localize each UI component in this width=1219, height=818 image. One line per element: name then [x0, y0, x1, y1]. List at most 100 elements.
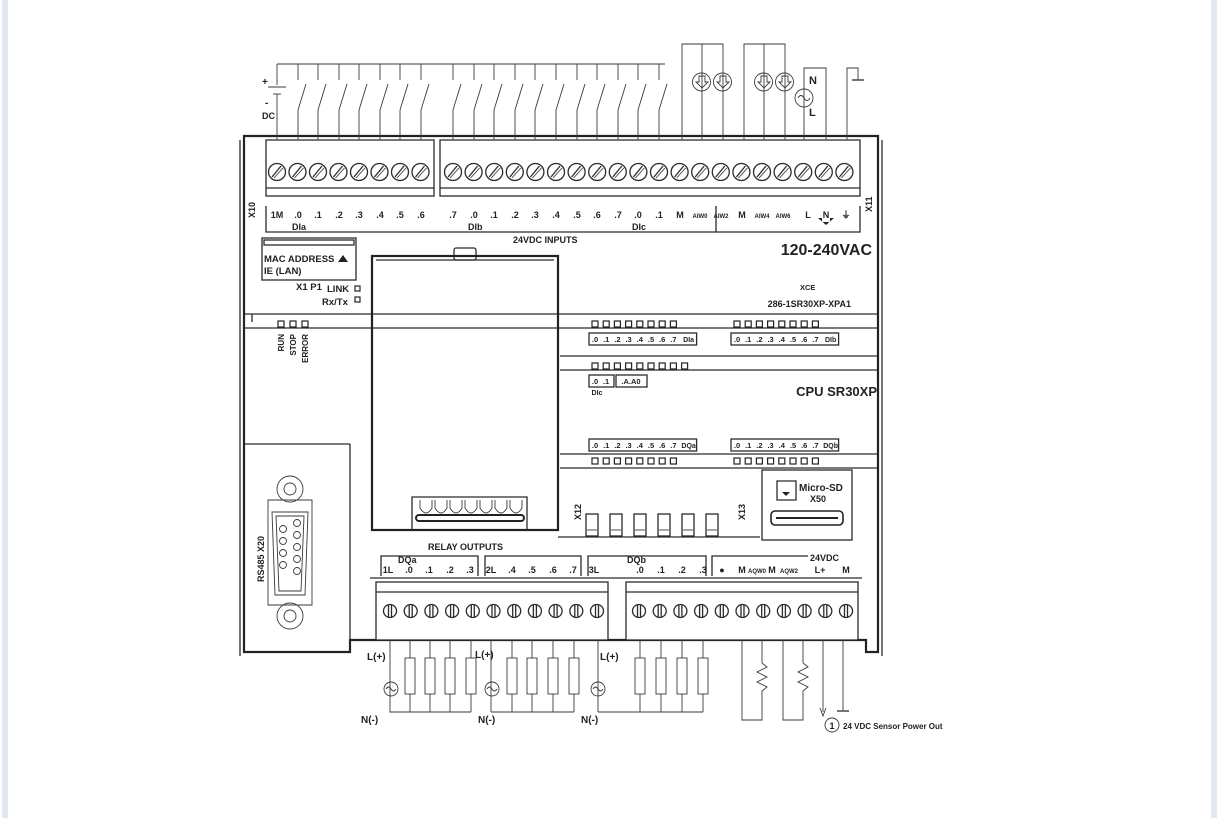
screw-slot: [394, 165, 405, 178]
output-terminal-label: M: [842, 565, 850, 575]
l-plus-label-2: L(+): [475, 650, 494, 661]
expansion-clip: [585, 513, 599, 537]
screw-slot: [417, 167, 427, 179]
screw-slot: [674, 165, 685, 178]
input-terminal-label: .1: [655, 210, 663, 220]
screw-slot: [353, 165, 364, 178]
input-terminal-label: AIW6: [776, 214, 792, 220]
terminal-screw: [349, 162, 369, 182]
input-terminal-label: .4: [376, 210, 384, 220]
n-minus-label-1: N(-): [361, 715, 378, 726]
screw-slot: [509, 165, 520, 178]
input-terminal-label: .0: [634, 210, 642, 220]
screw-slot: [777, 165, 788, 178]
group-label-dib: DIb: [468, 222, 483, 232]
screw-slot: [696, 167, 707, 179]
resistor-icon: [796, 662, 810, 694]
screw-slot: [694, 165, 705, 178]
l-plus-label-1: L(+): [367, 652, 386, 663]
vent-fin: [479, 500, 493, 514]
dqa-led: [658, 457, 666, 465]
terminal-screw: [505, 162, 524, 182]
screw-slot: [614, 167, 625, 179]
top-terminal-block-left: [265, 139, 435, 197]
expansion-clip: [633, 513, 647, 537]
dqb-led: [755, 457, 764, 465]
dqb-led: [789, 457, 797, 465]
ac-n-label: N: [809, 75, 817, 87]
dib-led-label: .0: [734, 335, 740, 344]
dic-led: [658, 362, 666, 370]
input-terminal-label: AIW4: [755, 214, 771, 220]
x13-port-label: X13: [737, 504, 747, 520]
input-terminal-label: .1: [314, 210, 322, 220]
dqa-led: [669, 457, 678, 465]
analog-led-label: .A.A0: [621, 377, 640, 386]
dqa-led: [591, 457, 599, 465]
output-wiring: [383, 640, 849, 721]
screw-slot: [335, 167, 345, 179]
dia-led: [669, 320, 678, 328]
load-icon: [547, 657, 559, 695]
dqa-led-label: .7: [670, 441, 676, 450]
input-terminal-label: .5: [396, 210, 404, 220]
dic-led: [669, 362, 678, 370]
input-terminal-label: M: [738, 210, 746, 220]
screw-slot: [550, 165, 561, 178]
output-terminal-label: 1L: [383, 565, 394, 575]
screw-slot: [632, 165, 643, 178]
load-icon: [655, 657, 667, 695]
dib-led-label: .1: [745, 335, 751, 344]
switch-contact: [399, 83, 409, 111]
dqb-label-box: [730, 438, 840, 452]
ac-source-icon: [590, 681, 606, 697]
terminal-screw: [548, 603, 563, 619]
dqb-group-label: DQb: [823, 443, 838, 450]
dqa-group-label: DQa: [398, 555, 418, 565]
left-edge-bar: [2, 0, 8, 818]
n-minus-label-2: N(-): [478, 715, 495, 726]
vent-fin: [434, 500, 448, 514]
terminal-screw: [390, 162, 410, 182]
dia-led: [591, 320, 599, 328]
dib-led-label: .4: [779, 335, 786, 344]
ac-source-icon: [383, 681, 399, 697]
dia-led: [647, 320, 655, 328]
screw-slot: [490, 167, 501, 179]
terminal-screw: [588, 162, 607, 182]
terminal-screw: [370, 162, 389, 182]
dqb-group-label: DQb: [627, 555, 647, 565]
dc-plus-label: +: [262, 77, 268, 88]
arrow-down-icon: [694, 75, 710, 89]
current-source-icon: [754, 72, 773, 92]
screw-slot: [593, 167, 604, 179]
screw-slot: [841, 167, 851, 179]
current-source-icon: [713, 72, 732, 92]
arrow-down-icon: [756, 75, 772, 89]
output-terminal-label: .1: [425, 565, 433, 575]
screw-slot: [758, 167, 769, 179]
x12-port-label: X12: [573, 504, 583, 520]
dia-led-label: .6: [659, 335, 665, 344]
input-terminal-label: .0: [294, 210, 302, 220]
order-number: 286-1SR30XP-XPA1: [768, 299, 851, 309]
dic-led: [613, 362, 622, 370]
switch-contact: [379, 83, 389, 111]
terminal-screw: [814, 162, 833, 182]
terminal-screw: [567, 162, 586, 182]
output-terminal-label: .2: [678, 565, 686, 575]
switch-contact: [493, 83, 503, 111]
input-terminal-label: M: [676, 210, 684, 220]
input-wiring: + - DC: [262, 63, 665, 140]
dib-group-label: DIb: [825, 337, 836, 344]
dib-label-box: [730, 332, 840, 346]
dic-led: [624, 362, 633, 370]
ac-source-icon: [484, 681, 500, 697]
expansion-clip: [681, 513, 695, 537]
screw-slot: [532, 167, 542, 179]
terminal-screw: [818, 603, 833, 619]
terminal-screw: [485, 162, 504, 182]
screw-slot: [373, 165, 385, 178]
wire: [782, 640, 804, 721]
